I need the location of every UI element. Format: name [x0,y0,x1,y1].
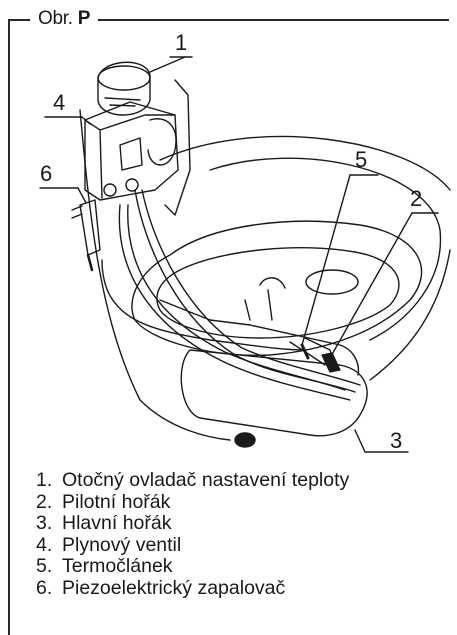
callout-6: 6 [40,161,52,186]
callout-4-leader [81,116,91,125]
callout-4: 4 [53,90,65,115]
burner-assembly-drawing: 1 4 6 5 2 3 [39,30,451,453]
parts-legend: 1. Otočný ovladač nastavení teploty 2. Pil… [36,469,350,600]
callout-5-leader [301,174,351,346]
callout-6-leader [77,187,87,204]
gas-nozzle-nut [234,432,256,448]
callout-3-leader [354,429,366,453]
legend-item: 3. Hlavní hořák [36,512,349,535]
valve-cable-loop [147,118,177,166]
gas-valve-edges [84,114,176,199]
valve-mounting-bracket [164,79,191,216]
legend-item-text: Piezoelektrický zapalovač [62,576,286,599]
tank-dome-inner [156,246,400,339]
legend-item-number: 2. [36,490,53,513]
callout-2: 2 [410,186,422,211]
tank-rim-inner [209,157,442,341]
legend-item-text: Hlavní hořák [62,512,172,535]
temperature-knob [97,61,151,116]
legend-item: 2. Pilotní hořák [36,490,349,514]
thermocouple-wire [101,259,306,351]
gas-tube-3 [134,189,356,393]
valve-fitting-b [125,178,139,192]
legend-item: 4. Plynový ventil [36,533,349,557]
gas-tube-4 [141,189,361,386]
legend-item: 6. Piezoelektrický zapalovač [36,576,349,600]
valve-fitting-a [103,183,117,197]
callout-5: 5 [355,147,367,172]
legend-item-number: 5. [36,555,53,578]
flue-opening [305,269,359,295]
legend-item-text: Otočný ovladač nastavení teploty [62,469,350,491]
pilot-tip [321,352,341,373]
legend-item-number: 3. [36,512,53,535]
legend-item-number: 4. [36,533,53,556]
piezo-igniter-clip [71,205,83,219]
gas-valve-body [84,101,179,201]
legend-item-number: 1. [36,469,53,491]
callout-3: 3 [390,428,402,453]
burner-body-line [249,324,360,376]
knob-top [97,65,151,91]
gas-tube-1 [118,204,351,401]
piezo-igniter-stem [86,253,94,272]
legend-item-text: Plynový ventil [62,533,182,556]
support-bracket [159,299,251,326]
legend-item-text: Pilotní hořák [62,490,171,513]
main-burner [180,349,368,437]
figure-id: P [77,8,91,29]
figure-title: Obr. P [30,8,99,30]
legend-item-text: Termočlánek [62,555,173,578]
gas-valve-plate [119,137,143,171]
callout-2-leader [329,212,413,359]
callout-1: 1 [175,30,187,55]
legend-item-number: 6. [36,576,53,599]
thermocouple-tip [300,343,310,360]
callout-1-leader [149,56,186,73]
burner-bracket [244,277,286,321]
frame-left-border [8,19,10,635]
frame-top-border [8,19,449,21]
figure-prefix: Obr. [38,8,73,29]
knob-grip [104,97,141,107]
tank-outer-rim [79,109,451,441]
legend-item: 1. Otočný ovladač nastavení teploty [36,469,350,492]
piezo-igniter [79,199,101,256]
legend-item: 5. Termočlánek [36,556,349,578]
